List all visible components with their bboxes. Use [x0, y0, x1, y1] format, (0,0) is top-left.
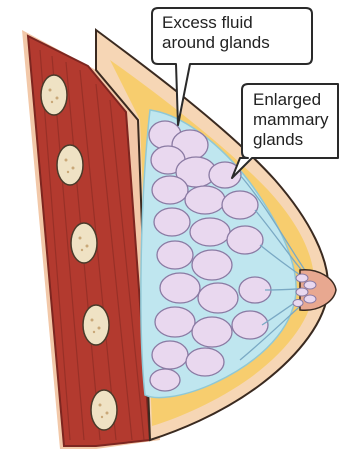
enlarged-glands-label: Enlarged mammary glands	[253, 90, 329, 150]
gland-lobule	[154, 208, 190, 236]
enlarged-glands-label-line-2: mammary	[253, 110, 329, 130]
rib-4	[83, 305, 109, 345]
gland-lobule	[198, 283, 238, 313]
gland-lobule	[152, 341, 188, 369]
gland-lobule	[157, 241, 193, 269]
excess-fluid-label: Excess fluid around glands	[162, 13, 270, 53]
rib-1	[41, 75, 67, 115]
gland-lobule	[186, 348, 224, 376]
gland-lobule	[185, 186, 225, 214]
gland-lobule	[192, 250, 232, 280]
enlarged-glands-label-line-3: glands	[253, 130, 329, 150]
rib-2	[57, 145, 83, 185]
excess-fluid-label-line-1: Excess fluid	[162, 13, 270, 33]
gland-lobule	[160, 273, 200, 303]
excess-fluid-label-line-2: around glands	[162, 33, 270, 53]
rib-5	[91, 390, 117, 430]
enlarged-glands-label-line-1: Enlarged	[253, 90, 329, 110]
gland-lobule	[155, 307, 195, 337]
gland-lobule	[190, 218, 230, 246]
gland-lobule	[222, 191, 258, 219]
gland-lobule	[152, 176, 188, 204]
rib-3	[71, 223, 97, 263]
gland-lobule	[150, 369, 180, 391]
gland-lobule	[192, 317, 232, 347]
gland-lobule	[227, 226, 263, 254]
